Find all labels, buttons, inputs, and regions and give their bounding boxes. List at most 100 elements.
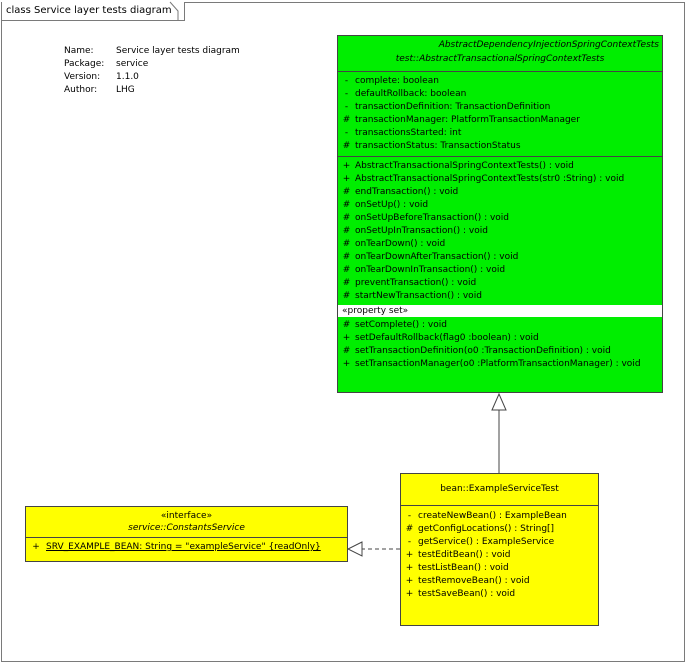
operation-text: onTearDownAfterTransaction() : void [355, 252, 519, 262]
interface-header: «interface» service::ConstantsService [26, 507, 347, 538]
attribute-row: -defaultRollback: boolean [338, 88, 662, 101]
attribute-row: + SRV_EXAMPLE_BEAN: String = "exampleServ… [26, 541, 347, 554]
operation-row: # onTearDownAfterTransaction() : void [338, 251, 662, 264]
attribute-text: transactionDefinition: TransactionDefini… [355, 102, 551, 112]
attribute-text: complete: boolean [355, 76, 439, 86]
visibility-marker: - [407, 537, 412, 547]
attribute-compartment: + SRV_EXAMPLE_BEAN: String = "exampleServ… [26, 538, 347, 554]
frame-tab-corner [169, 1, 179, 20]
visibility-marker: # [342, 115, 351, 125]
visibility-marker: - [344, 76, 349, 86]
visibility-marker: + [32, 542, 40, 552]
visibility-marker: # [342, 291, 351, 301]
operation-row: + setTransactionManager(o0 :PlatformTrans… [338, 358, 662, 371]
diagram-frame-title: class Service layer tests diagram [2, 2, 185, 21]
operation-text: setTransactionManager(o0 :PlatformTransa… [355, 359, 641, 369]
meta-value: LHG [116, 85, 135, 95]
visibility-marker: # [342, 200, 351, 210]
meta-row: Version: 1.1.0 [64, 71, 240, 84]
attribute-row: # transactionManager: PlatformTransaction… [338, 114, 662, 127]
visibility-marker: - [344, 89, 349, 99]
operation-compartment: + AbstractTransactionalSpringContextTests… [338, 156, 662, 371]
operation-text: onSetUpBeforeTransaction() : void [355, 213, 510, 223]
meta-key: Version: [64, 72, 101, 82]
realization-arrowhead [346, 541, 363, 557]
attribute-row: -transactionsStarted: int [338, 127, 662, 140]
attribute-row: -transactionDefinition: TransactionDefin… [338, 101, 662, 114]
meta-value: 1.1.0 [116, 72, 139, 82]
operation-text: onSetUpInTransaction() : void [355, 226, 488, 236]
attribute-compartment: -complete: boolean -defaultRollback: boo… [338, 72, 662, 156]
operation-row: # onSetUpBeforeTransaction() : void [338, 212, 662, 225]
meta-row: Package: service [64, 58, 240, 71]
operation-text: createNewBean() : ExampleBean [418, 511, 567, 521]
operation-text: AbstractTransactionalSpringContextTests(… [355, 161, 574, 171]
visibility-marker: - [407, 511, 412, 521]
visibility-marker: - [344, 128, 349, 138]
visibility-marker: # [342, 320, 351, 330]
operation-text: testEditBean() : void [418, 550, 511, 560]
visibility-marker: + [342, 359, 351, 369]
class-name: test::AbstractTransactionalSpringContext… [395, 54, 605, 64]
meta-value: service [116, 59, 149, 69]
operation-row: + testListBean() : void [401, 562, 598, 575]
visibility-marker: + [405, 563, 414, 573]
diagram-metadata: Name: Service layer tests diagram Packag… [64, 45, 240, 97]
operation-text: onSetUp() : void [355, 200, 429, 210]
operation-row: +setDefaultRollback(flag0 :boolean) : vo… [338, 332, 662, 345]
attribute-text: transactionStatus: TransactionStatus [355, 141, 521, 151]
operation-text: testSaveBean() : void [418, 589, 516, 599]
parent-class-name: AbstractDependencyInjectionSpringContext… [438, 40, 659, 50]
operation-text: preventTransaction() : void [355, 278, 477, 288]
attribute-text: SRV_EXAMPLE_BEAN: String = "exampleServi… [46, 542, 321, 552]
visibility-marker: + [342, 161, 351, 171]
operation-text: AbstractTransactionalSpringContextTests(… [355, 174, 625, 184]
operation-text: setComplete() : void [355, 320, 447, 330]
meta-row: Name: Service layer tests diagram [64, 45, 240, 58]
meta-value: Service layer tests diagram [116, 46, 240, 56]
visibility-marker: # [342, 141, 351, 151]
attribute-text: defaultRollback: boolean [355, 89, 467, 99]
operation-text: testRemoveBean() : void [418, 576, 530, 586]
operation-row: +testSaveBean() : void [401, 588, 598, 601]
operation-row: # setComplete() : void [338, 319, 662, 332]
interface-constants-service[interactable]: «interface» service::ConstantsService + S… [25, 506, 348, 562]
operation-text: onTearDownInTransaction() : void [355, 265, 506, 275]
meta-key: Name: [64, 46, 94, 56]
visibility-marker: # [342, 346, 351, 356]
visibility-marker: + [405, 550, 414, 560]
operation-row: +AbstractTransactionalSpringContextTests… [338, 173, 662, 186]
operation-row: -getService() : ExampleService [401, 536, 598, 549]
meta-key: Package: [64, 59, 105, 69]
operation-row: # onTearDown() : void [338, 238, 662, 251]
operation-row: # onSetUp() : void [338, 199, 662, 212]
meta-key: Author: [64, 85, 98, 95]
visibility-marker: # [342, 265, 351, 275]
visibility-marker: - [344, 102, 349, 112]
visibility-marker: + [342, 333, 351, 343]
visibility-marker: + [405, 576, 414, 586]
visibility-marker: # [405, 524, 414, 534]
class-abstract-transactional-tests[interactable]: AbstractDependencyInjectionSpringContext… [337, 35, 663, 393]
visibility-marker: # [342, 239, 351, 249]
operation-text: setTransactionDefinition(o0 :Transaction… [355, 346, 611, 356]
class-example-service-test[interactable]: bean::ExampleServiceTest -createNewBean(… [400, 473, 599, 626]
visibility-marker: # [342, 278, 351, 288]
operation-text: testListBean() : void [418, 563, 509, 573]
attribute-text: transactionManager: PlatformTransactionM… [355, 115, 580, 125]
operation-text: onTearDown() : void [355, 239, 446, 249]
operation-row: + testEditBean() : void [401, 549, 598, 562]
operation-compartment: -createNewBean() : ExampleBean #getConfi… [401, 506, 598, 601]
operation-row: # setTransactionDefinition(o0 :Transactio… [338, 345, 662, 358]
class-header: AbstractDependencyInjectionSpringContext… [338, 36, 662, 72]
operation-row: + AbstractTransactionalSpringContextTests… [338, 160, 662, 173]
visibility-marker: # [342, 213, 351, 223]
operation-row: -createNewBean() : ExampleBean [401, 510, 598, 523]
visibility-marker: # [342, 252, 351, 262]
operation-row: #endTransaction() : void [338, 186, 662, 199]
attribute-text: transactionsStarted: int [355, 128, 462, 138]
operation-row: # preventTransaction() : void [338, 277, 662, 290]
operation-row: # onTearDownInTransaction() : void [338, 264, 662, 277]
